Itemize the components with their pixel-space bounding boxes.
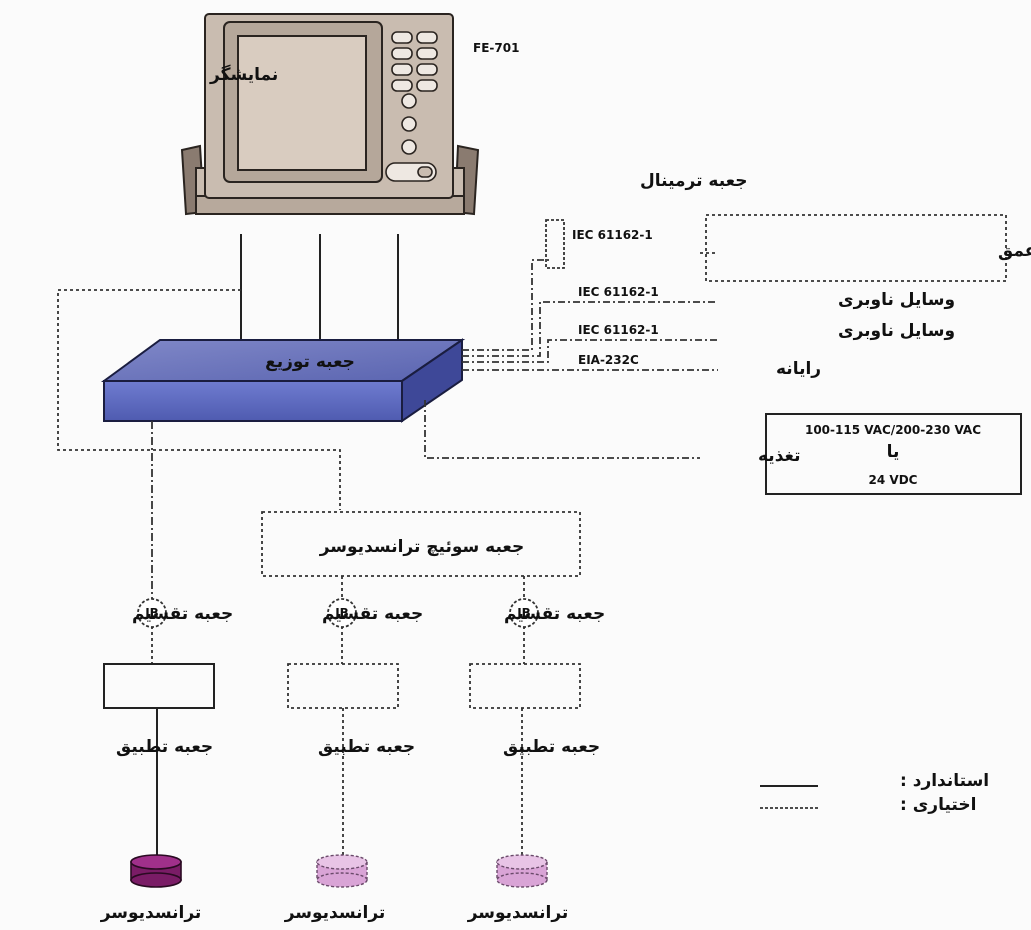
- connection-3-label: رایانه: [776, 359, 821, 379]
- matching-box-1: [103, 663, 215, 709]
- transducer-1: [130, 854, 182, 888]
- jb-code-2: JB: [334, 606, 349, 620]
- power-spec-box: [765, 413, 1022, 495]
- transducer-label-3: ترانسدیوسر: [467, 903, 569, 923]
- jb-label-2: جعبه تقسیم: [322, 604, 423, 624]
- switch-box: [261, 511, 581, 577]
- transducer-label-1: ترانسدیوسر: [100, 903, 202, 923]
- jb-code-1: JB: [144, 606, 159, 620]
- matching-box-3: [469, 663, 581, 709]
- display-model: FE-701: [473, 41, 519, 55]
- matching-label-1: جعبه تطبیق: [116, 737, 213, 757]
- display-unit: [180, 13, 480, 216]
- optional-cable-switch: [57, 289, 341, 510]
- transducer-2: [316, 854, 368, 888]
- transducer-label-2: ترانسدیوسر: [284, 903, 386, 923]
- display-label: نمایشگر: [209, 64, 278, 85]
- terminal-box: [545, 219, 565, 269]
- legend-standard: استاندارد :: [900, 771, 989, 791]
- junction-box-1: [137, 598, 167, 628]
- depth-interface-label: IEC 61162-1: [572, 228, 653, 242]
- connection-2-interface: IEC 61162-1: [578, 323, 659, 337]
- jb-code-3: JB: [516, 606, 531, 620]
- power-line-2: یا: [887, 442, 900, 462]
- jb-label-3: جعبه تقسیم: [504, 604, 605, 624]
- depth-indicator-label: نشانگر دیجیتالی عمق: [998, 240, 1031, 261]
- depth-indicator-box: [705, 214, 1007, 282]
- matching-box-2: [287, 663, 399, 709]
- jb-label-1: جعبه تقسیم: [132, 604, 233, 624]
- power-line-1: 100-115 VAC/200-230 VAC: [805, 423, 981, 437]
- junction-box-3: [509, 598, 539, 628]
- power-line-3: 24 VDC: [869, 473, 918, 487]
- switch-box-label: جعبه سوئیچ ترانسدیوسر: [319, 537, 525, 557]
- power-cable: [424, 400, 700, 459]
- connection-1-label: وسایل ناوبری: [838, 290, 955, 310]
- matching-label-3: جعبه تطبیق: [503, 737, 600, 757]
- distribution-box: [100, 338, 466, 423]
- terminal-box-label: جعبه ترمینال: [640, 171, 748, 191]
- matching-label-2: جعبه تطبیق: [318, 737, 415, 757]
- nav-cables: [462, 259, 718, 371]
- keypad: [385, 31, 438, 182]
- connection-3-interface: EIA-232C: [578, 353, 639, 367]
- transducer-3: [496, 854, 548, 888]
- connection-2-label: وسایل ناوبری: [838, 321, 955, 341]
- legend-optional: اختیاری :: [900, 795, 976, 815]
- junction-box-2: [327, 598, 357, 628]
- power-label: تغذیه: [758, 446, 801, 466]
- display-cables: [240, 234, 399, 345]
- connection-1-interface: IEC 61162-1: [578, 285, 659, 299]
- distribution-box-label: جعبه توزیع: [265, 352, 355, 372]
